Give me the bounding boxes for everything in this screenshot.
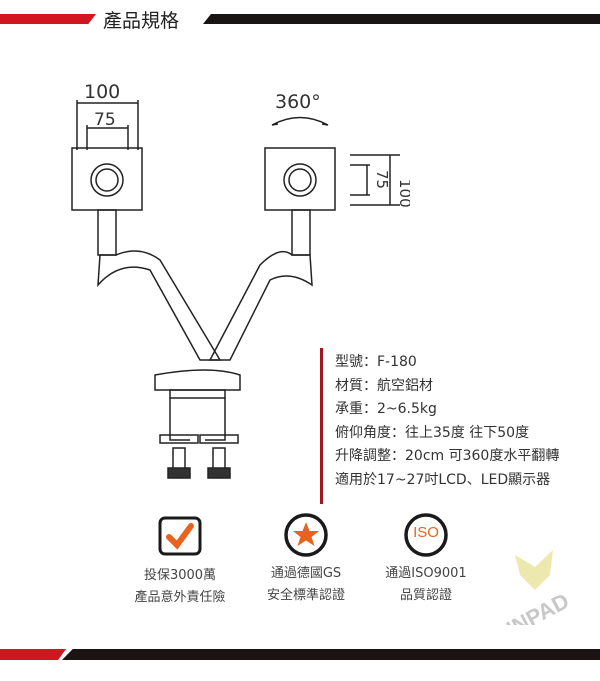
spec-model: 型號：F-180 bbox=[335, 354, 417, 370]
check-icon bbox=[158, 516, 202, 556]
cert-line2: 安全標準認證 bbox=[266, 588, 345, 603]
section-title: 產品規格 bbox=[103, 10, 180, 32]
spec-load: 承重：2~6.5kg bbox=[335, 401, 437, 417]
monitor-arm-diagram: 100 75 360° 75 100 bbox=[71, 81, 410, 479]
iso-icon: ISO bbox=[403, 512, 449, 558]
cert-line1: 通過ISO9001 bbox=[385, 566, 467, 581]
inpad-logo: INPAD bbox=[502, 550, 573, 625]
dim-100-label: 100 bbox=[84, 81, 120, 103]
footer-black-bar bbox=[62, 649, 600, 660]
cert-iso: ISO 通過ISO9001 品質認證 bbox=[366, 512, 486, 607]
spec-tilt: 俯仰角度：往上35度 往下50度 bbox=[335, 424, 530, 441]
footer-red-bar bbox=[0, 649, 66, 660]
header-black-bar bbox=[203, 14, 600, 24]
cert-line2: 品質認證 bbox=[399, 588, 452, 603]
cert-gs: 通過德國GS 安全標準認證 bbox=[246, 513, 366, 607]
iso-text: ISO bbox=[413, 524, 439, 541]
dim-75-label: 75 bbox=[94, 110, 116, 130]
star-icon bbox=[284, 513, 328, 557]
cert-line1: 通過德國GS bbox=[270, 566, 342, 581]
spec-height: 升降調整：20cm 可360度水平翻轉 bbox=[335, 448, 560, 464]
cert-insurance: 投保3000萬 產品意外責任險 bbox=[120, 515, 240, 609]
cert-line1: 投保3000萬 bbox=[143, 568, 217, 583]
dim-side-75-label: 75 bbox=[373, 170, 391, 189]
rotation-label: 360° bbox=[275, 91, 321, 113]
logo-text: INPAD bbox=[502, 588, 573, 625]
spec-list: 型號：F-180 材質：航空鋁材 承重：2~6.5kg 俯仰角度：往上35度 往… bbox=[320, 348, 559, 504]
header-red-bar bbox=[0, 14, 96, 24]
cert-line2: 產品意外責任險 bbox=[134, 590, 226, 605]
spec-compat: 適用於17~27吋LCD、LED顯示器 bbox=[335, 471, 551, 488]
dim-side-100-label: 100 bbox=[396, 179, 410, 208]
spec-material: 材質：航空鋁材 bbox=[335, 377, 433, 394]
